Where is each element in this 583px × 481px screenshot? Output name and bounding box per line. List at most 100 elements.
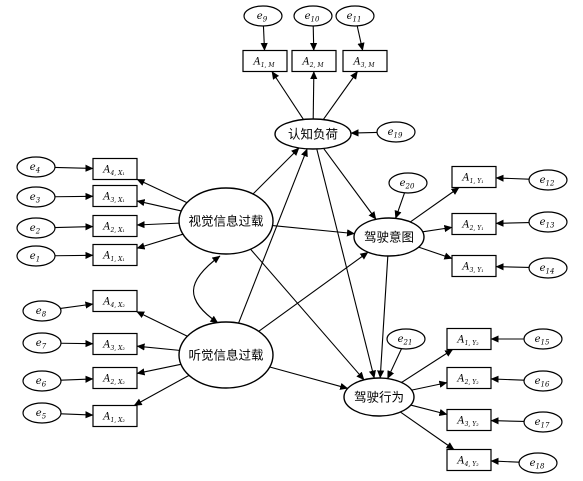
error-label: e10 [305, 11, 320, 24]
arrow-visual_overload-to-x1_2 [136, 221, 180, 229]
error-label: e21 [398, 334, 413, 347]
indicator-label: A1, M [252, 57, 275, 70]
error-label: e11 [347, 11, 362, 24]
indicator-y2-3: A3, Y₂ [446, 408, 492, 432]
indicator-label: A3, Y₁ [461, 262, 483, 275]
error-e5: e5 [22, 402, 62, 424]
error-label: e18 [530, 458, 545, 471]
arrow-driving_behavior-to-y2_3 [410, 404, 448, 416]
indicator-label: A1, X₂ [102, 412, 125, 425]
arrow-auditory_overload-to-cognitive_load [238, 148, 308, 324]
arrow-cognitive_load-to-m2 [310, 71, 318, 120]
error-label: e5 [36, 408, 47, 421]
error-e17: e17 [523, 411, 563, 433]
latent-cognitive-load: 认知负荷 [274, 118, 352, 150]
indicator-x1-3: A3, X₁ [92, 184, 138, 208]
error-e18: e18 [518, 452, 558, 474]
error-e8: e8 [22, 300, 62, 322]
arrow-e8-to-x2_4 [60, 301, 94, 310]
latent-label: 驾驶意图 [364, 230, 414, 245]
indicator-label: A1, Y₁ [461, 173, 483, 186]
arrow-e6-to-x2_2 [60, 375, 94, 383]
arrow-e20-to-driving_intention [394, 192, 406, 219]
arrow-driving_intention-to-y1_1 [410, 187, 460, 223]
indicator-x1-4: A4, X₁ [92, 157, 138, 181]
error-e11: e11 [335, 5, 375, 27]
indicator-label: A4, X₂ [102, 297, 125, 310]
error-label: e8 [36, 306, 47, 319]
indicator-label: A4, X₁ [102, 165, 125, 178]
path-arrows [54, 25, 530, 465]
indicator-label: A2, M [301, 57, 324, 70]
arrow-auditory_overload-to-driving_intention [258, 251, 369, 332]
error-label: e6 [36, 376, 47, 389]
error-e10: e10 [293, 5, 333, 27]
arrow-driving_intention-to-y1_3 [418, 246, 453, 260]
arrow-e21-to-driving_behavior [387, 348, 402, 379]
arrow-auditory_overload-to-x2_3 [136, 343, 180, 351]
indicator-label: A2, X₁ [102, 222, 125, 235]
error-label: e7 [36, 338, 47, 351]
arrow-cognitive_load-to-m3 [322, 71, 358, 120]
arrow-auditory_overload-to-driving_behavior [269, 366, 349, 390]
arrow-e11-to-m3 [356, 25, 365, 51]
error-e9: e9 [243, 5, 283, 27]
latent-driving-behavior: 驾驶行为 [343, 377, 415, 417]
arrow-visual_overload-to-driving_intention [272, 225, 355, 237]
arrow-cognitive_load-to-driving_behavior [316, 148, 376, 379]
arrow-driving_behavior-to-y2_1 [401, 349, 454, 383]
indicator-label: A2, Y₁ [461, 220, 483, 233]
error-e6: e6 [22, 370, 62, 392]
error-e16: e16 [523, 370, 563, 392]
arrow-cognitive_load-to-driving_intention [323, 148, 377, 220]
latent-visual-overload: 视觉信息过载 [178, 187, 274, 255]
error-e15: e15 [523, 328, 563, 350]
indicator-label: A1, X₁ [102, 251, 125, 264]
arrow-e12-to-y1_1 [495, 174, 530, 182]
latent-driving-intention: 驾驶意图 [353, 217, 425, 257]
arrow-e14-to-y1_3 [495, 263, 530, 271]
indicator-label: A2, Y₂ [456, 374, 479, 387]
arrow-driving_intention-to-driving_behavior [377, 255, 389, 379]
error-label: e19 [388, 127, 403, 140]
arrow-auditory_overload-to-x2_2 [136, 363, 182, 376]
arrow-driving_behavior-to-y2_4 [400, 411, 455, 450]
indicator-y2-2: A2, Y₂ [446, 366, 492, 390]
indicator-y1-2: A2, Y₁ [451, 212, 497, 236]
indicator-label: A3, M [352, 57, 375, 70]
latent-label: 听觉信息过载 [188, 348, 264, 363]
arrow-e2-to-x1_2 [54, 223, 94, 231]
error-label: e12 [540, 175, 555, 188]
error-e13: e13 [528, 211, 568, 233]
arrow-e9-to-m1 [260, 25, 268, 51]
arrow-visual_overload-to-driving_behavior [250, 248, 365, 381]
indicator-label: A3, X₁ [102, 192, 125, 205]
indicator-label: A2, X₂ [102, 374, 125, 387]
error-e12: e12 [528, 169, 568, 191]
arrow-e10-to-m2 [309, 25, 318, 51]
indicator-m2: A2, M [291, 49, 337, 73]
indicator-label: A3, Y₂ [456, 416, 479, 429]
indicator-x2-3: A3, X₂ [92, 332, 138, 356]
error-label: e1 [30, 251, 40, 264]
latent-label: 驾驶行为 [354, 390, 404, 405]
error-label: e20 [400, 178, 415, 191]
arrow-e4-to-x1_4 [54, 164, 94, 172]
error-label: e13 [540, 217, 555, 230]
arrow-visual_overload-to-x1_4 [136, 178, 188, 204]
arrow-auditory_overload-to-x2_4 [136, 311, 188, 337]
indicator-label: A3, X₂ [102, 340, 125, 353]
indicator-y2-4: A4, Y₂ [446, 448, 492, 472]
latent-label: 认知负荷 [288, 127, 338, 142]
arrow-visual_overload-to-x1_1 [136, 233, 184, 250]
indicator-x2-4: A4, X₂ [92, 289, 138, 313]
error-label: e3 [30, 192, 41, 205]
arrow-visual_overload-to-cognitive_load [252, 147, 300, 195]
error-e21: e21 [386, 328, 426, 350]
indicator-label: A4, Y₂ [456, 456, 479, 469]
error-e1: e1 [16, 245, 56, 267]
error-e20: e20 [388, 172, 428, 194]
indicator-x1-1: A1, X₁ [92, 243, 138, 267]
